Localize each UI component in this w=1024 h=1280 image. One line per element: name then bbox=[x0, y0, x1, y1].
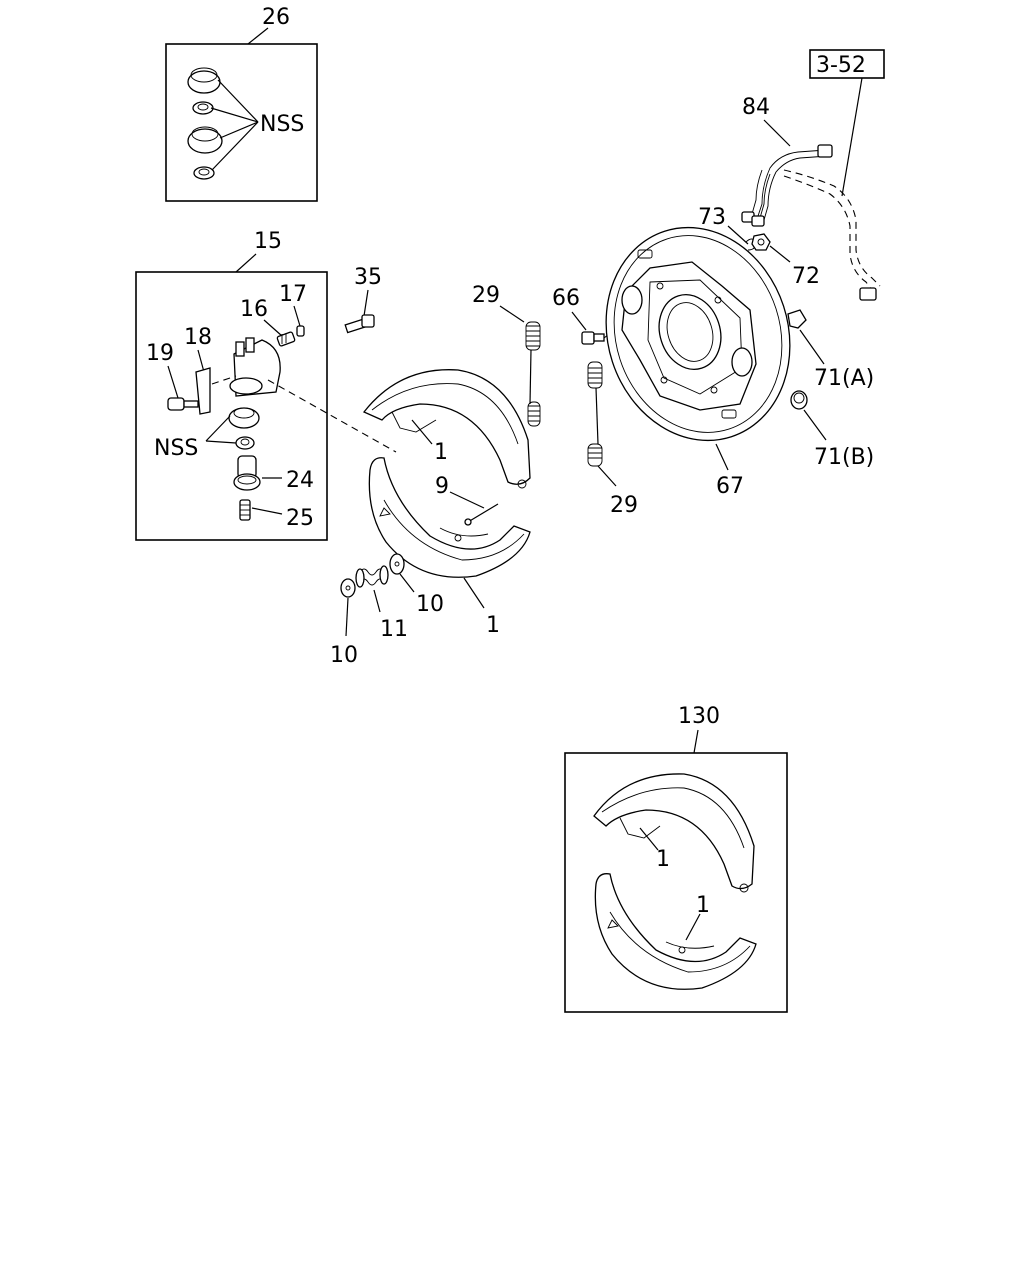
callout-nss-kit15: NSS bbox=[154, 436, 198, 461]
callout-9: 9 bbox=[435, 474, 449, 499]
callout-71b: 71(B) bbox=[814, 445, 874, 470]
callout-66: 66 bbox=[552, 286, 580, 311]
reference-3-52: 3-52 bbox=[816, 53, 866, 78]
callout-67: 67 bbox=[716, 474, 744, 499]
washer-10-left-icon bbox=[340, 578, 356, 598]
callout-11: 11 bbox=[380, 617, 408, 642]
kit-box-26: 26 NSS bbox=[165, 5, 318, 202]
bracket-plate-icon bbox=[195, 367, 211, 415]
piston-cup-icon bbox=[228, 407, 260, 450]
callout-18: 18 bbox=[184, 325, 212, 350]
bleeder-cap-icon bbox=[296, 325, 305, 337]
hold-down-pin-icon bbox=[464, 503, 499, 526]
return-spring-lower-icon bbox=[587, 361, 603, 467]
callout-1-lower: 1 bbox=[486, 613, 500, 638]
callout-16: 16 bbox=[240, 297, 268, 322]
bleeder-screw-icon bbox=[276, 331, 296, 347]
callout-71a: 71(A) bbox=[814, 366, 874, 391]
brake-pipe-84-icon bbox=[741, 144, 833, 227]
callout-24: 24 bbox=[286, 468, 314, 493]
callout-10-left: 10 bbox=[330, 643, 358, 668]
plug-71a-icon bbox=[787, 309, 807, 329]
pipe-fitting-icon bbox=[859, 287, 877, 301]
plug-71b-icon bbox=[790, 390, 808, 410]
wheel-cylinder-icon bbox=[229, 337, 281, 397]
callout-nss-kit26: NSS bbox=[260, 112, 304, 137]
bolt-19-icon bbox=[167, 397, 199, 411]
bolt-35-icon bbox=[344, 314, 375, 334]
callout-26: 26 bbox=[262, 5, 290, 30]
callout-25: 25 bbox=[286, 506, 314, 531]
callout-10-right: 10 bbox=[416, 592, 444, 617]
callout-29-top: 29 bbox=[472, 283, 500, 308]
callout-73: 73 bbox=[698, 205, 726, 230]
callout-19: 19 bbox=[146, 341, 174, 366]
brake-shoe-lower-icon bbox=[368, 457, 531, 578]
backing-plate-icon bbox=[605, 226, 791, 442]
callout-84: 84 bbox=[742, 95, 770, 120]
bolt-66-icon bbox=[581, 331, 605, 345]
callout-1-kit-lower: 1 bbox=[696, 893, 710, 918]
spring-11-icon bbox=[355, 565, 389, 588]
reference-box-3-52: 3-52 bbox=[809, 49, 885, 79]
nut-72-icon bbox=[751, 233, 771, 251]
callout-130: 130 bbox=[678, 704, 720, 729]
callout-15: 15 bbox=[254, 229, 282, 254]
kit-box-15: 15 17 16 18 19 bbox=[135, 229, 328, 541]
return-spring-upper-icon bbox=[525, 321, 541, 427]
brake-shoe-upper-icon bbox=[362, 369, 531, 489]
callout-17: 17 bbox=[279, 282, 307, 307]
kit-shoe-lower-icon bbox=[594, 873, 757, 990]
kit-box-130: 130 1 1 bbox=[564, 704, 788, 1013]
callout-1-kit-upper: 1 bbox=[656, 847, 670, 872]
callout-72: 72 bbox=[792, 264, 820, 289]
adjuster-screw-icon bbox=[239, 499, 251, 521]
piston-24-icon bbox=[233, 455, 261, 491]
washer-10-right-icon bbox=[389, 553, 405, 575]
callout-29-bottom: 29 bbox=[610, 493, 638, 518]
callout-1-upper: 1 bbox=[434, 440, 448, 465]
callout-35: 35 bbox=[354, 265, 382, 290]
seal-cup-icon bbox=[187, 67, 223, 180]
kit-shoe-upper-icon bbox=[593, 773, 755, 893]
